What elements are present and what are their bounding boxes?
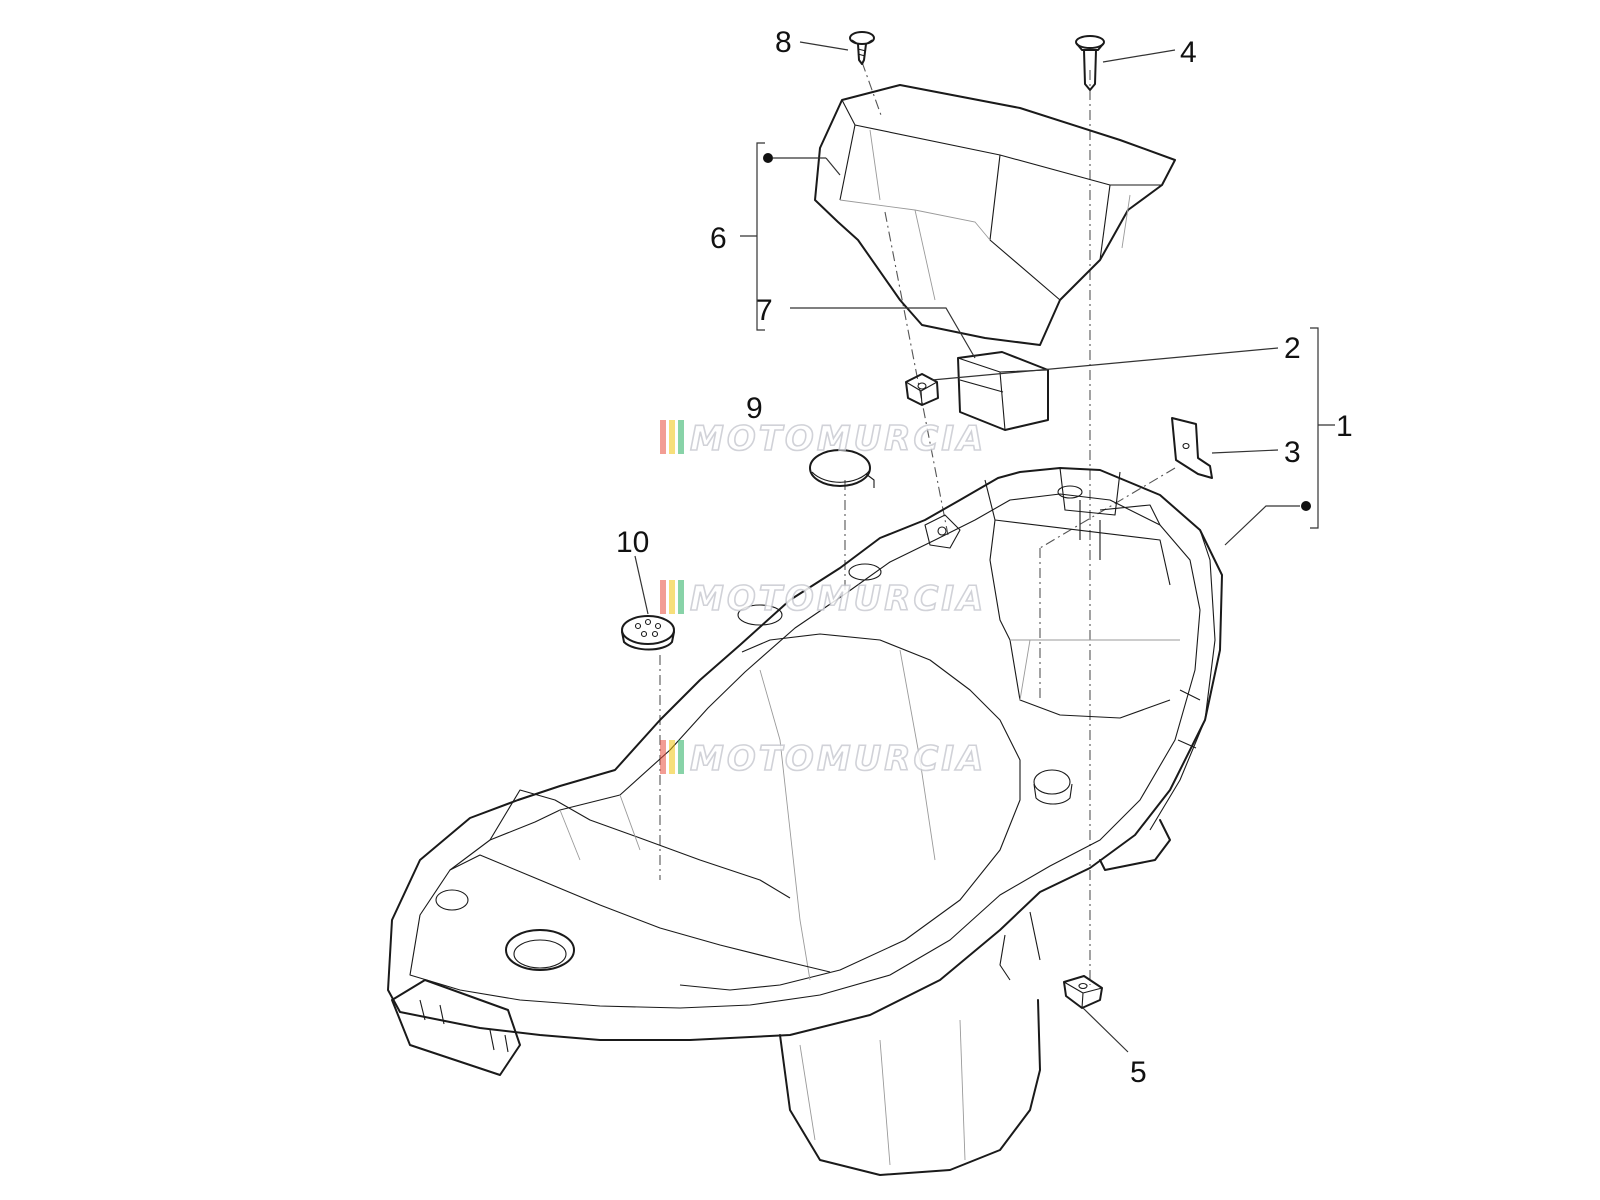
callout-5: 5 xyxy=(1130,1056,1147,1089)
part-1-dot-marker xyxy=(1301,501,1311,511)
watermark-stripe-yellow xyxy=(669,740,675,774)
watermark-text: MOTOMURCIA xyxy=(690,739,986,779)
callout-labels: 1 2 3 4 5 6 7 8 9 10 xyxy=(616,26,1353,1089)
callout-10: 10 xyxy=(616,526,649,559)
screw-part-8[interactable] xyxy=(849,31,875,65)
watermark-middle: MOTOMURCIA xyxy=(660,578,986,620)
callout-1: 1 xyxy=(1336,410,1353,443)
assembly-axes xyxy=(659,61,1176,985)
clip-part-2[interactable] xyxy=(905,373,939,406)
kit-dot-marker xyxy=(763,153,773,163)
watermark-stripe-green xyxy=(678,740,684,774)
watermark-stripe-red xyxy=(660,580,666,614)
callout-9: 9 xyxy=(746,392,763,425)
callout-4: 4 xyxy=(1180,36,1197,69)
watermark-text: MOTOMURCIA xyxy=(690,579,986,619)
watermark-bottom: MOTOMURCIA xyxy=(660,738,986,780)
cap-part-9[interactable] xyxy=(809,449,875,488)
watermark-stripe-green xyxy=(678,420,684,454)
callout-3: 3 xyxy=(1284,436,1301,469)
watermark-text: MOTOMURCIA xyxy=(690,419,986,459)
watermark-top: MOTOMURCIA xyxy=(660,418,986,460)
watermark-stripe-red xyxy=(660,420,666,454)
callout-6: 6 xyxy=(710,222,727,255)
leader-lines xyxy=(634,41,1335,1053)
clip-part-5[interactable] xyxy=(1063,975,1103,1009)
watermark-stripe-red xyxy=(660,740,666,774)
watermark-stripe-yellow xyxy=(669,580,675,614)
screw-part-4[interactable] xyxy=(1075,35,1105,91)
watermark-stripe-yellow xyxy=(669,420,675,454)
callout-7: 7 xyxy=(756,294,773,327)
grommet-part-10[interactable] xyxy=(621,615,675,651)
clip-part-3[interactable] xyxy=(1171,417,1213,479)
cover-part-6[interactable] xyxy=(814,84,1176,346)
callout-8: 8 xyxy=(775,26,792,59)
callout-2: 2 xyxy=(1284,332,1301,365)
watermark-stripe-green xyxy=(678,580,684,614)
helmet-compartment-part-1[interactable] xyxy=(387,467,1223,1176)
